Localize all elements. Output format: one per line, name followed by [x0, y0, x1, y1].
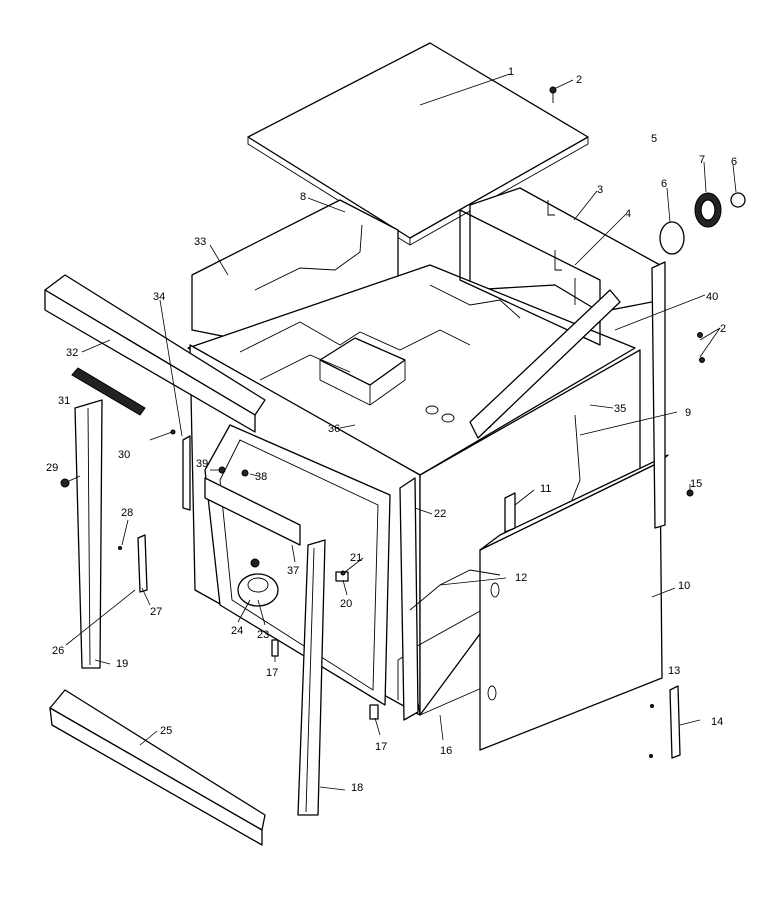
callout-26: 26	[52, 645, 64, 657]
screw-30	[149, 429, 176, 441]
callout-7: 7	[699, 154, 705, 166]
callout-23: 23	[257, 629, 269, 641]
element-assembly	[237, 558, 279, 607]
callout-18: 18	[351, 782, 363, 794]
front-post-18	[297, 539, 326, 816]
callout-32: 32	[66, 347, 78, 359]
foot-17b	[369, 704, 379, 720]
rear-right-post	[571, 261, 666, 529]
hinge-27	[118, 534, 148, 593]
bracket-11	[504, 492, 516, 533]
callout-14: 14	[711, 716, 723, 728]
callout-3: 3	[597, 184, 603, 196]
wire-12	[409, 569, 501, 611]
callout-31: 31	[58, 395, 70, 407]
brace-40	[469, 289, 621, 439]
screw-2-top	[549, 86, 557, 103]
rear-panel	[469, 187, 663, 313]
callout-30: 30	[118, 449, 130, 461]
callout-27: 27	[150, 606, 162, 618]
callout-16: 16	[440, 745, 452, 757]
callout-labels: 1 2 2 3 4 5 6 6 7 8 9 10 11 12 13 14 15 …	[46, 66, 737, 794]
knob-assembly	[659, 192, 746, 255]
front-post-22	[399, 477, 419, 721]
callout-2: 2	[720, 323, 726, 335]
callout-20: 20	[340, 598, 352, 610]
top-rail-32	[44, 274, 266, 433]
callout-24: 24	[231, 625, 243, 637]
callout-29: 29	[46, 462, 58, 474]
screws-2-right	[697, 332, 705, 363]
callout-13: 13	[668, 665, 680, 677]
callout-33: 33	[194, 236, 206, 248]
callout-6: 6	[731, 156, 737, 168]
callout-40: 40	[706, 291, 718, 303]
callout-22: 22	[434, 508, 446, 520]
callout-17: 17	[266, 667, 278, 679]
callout-19: 19	[116, 658, 128, 670]
callout-4: 4	[625, 208, 631, 220]
callout-8: 8	[300, 191, 306, 203]
screw-29	[60, 475, 81, 488]
left-post-19	[74, 399, 103, 669]
callout-9: 9	[685, 407, 691, 419]
side-strip-34	[182, 435, 191, 511]
kick-rail-25	[49, 689, 266, 846]
callout-15: 15	[690, 478, 702, 490]
callout-12: 12	[515, 572, 527, 584]
callout-28: 28	[121, 507, 133, 519]
callout-25: 25	[160, 725, 172, 737]
front-oven-frame	[204, 424, 391, 706]
callout-21: 21	[350, 552, 362, 564]
callout-1: 1	[508, 66, 514, 78]
callout-34: 34	[153, 291, 165, 303]
hinge-14	[649, 685, 681, 759]
vent-grille-31	[71, 367, 146, 416]
callout-38: 38	[255, 471, 267, 483]
callout-37: 37	[287, 565, 299, 577]
callout-36: 36	[328, 423, 340, 435]
callout-5: 5	[651, 133, 657, 145]
right-side-panel-10	[479, 454, 669, 751]
top-panel	[247, 42, 589, 246]
callout-17: 17	[375, 741, 387, 753]
callout-6: 6	[661, 178, 667, 190]
leader-lines	[65, 73, 737, 791]
bracket-20	[335, 570, 349, 582]
callout-35: 35	[614, 403, 626, 415]
callout-39: 39	[196, 458, 208, 470]
callout-10: 10	[678, 580, 690, 592]
foot-17a	[271, 639, 279, 657]
callout-11: 11	[540, 483, 551, 495]
callout-2: 2	[576, 74, 582, 86]
